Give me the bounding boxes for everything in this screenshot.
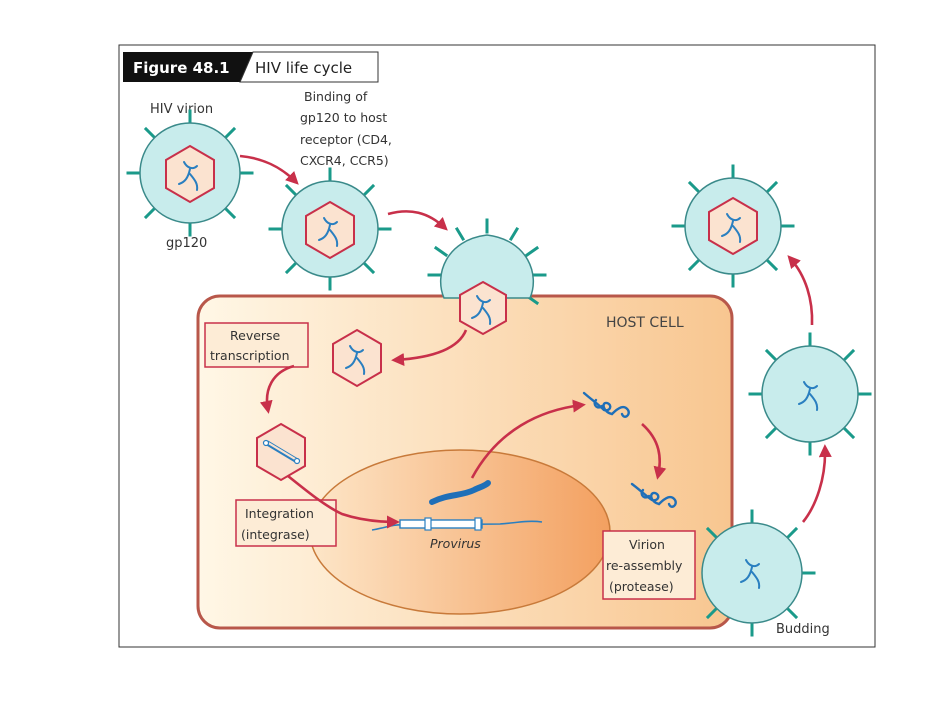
rna-strands-lower [630,482,677,508]
dna-capsid [256,422,306,482]
virion-mature [671,164,795,288]
svg-text:re-assembly: re-assembly [606,558,683,573]
reverse-transcription-box: Reverse transcription [204,322,309,368]
budding-label: Budding [776,622,830,637]
svg-text:Binding of: Binding of [304,89,368,104]
gp120-label: gp120 [166,236,207,251]
virion-reassembly-box: Virion re-assembly (protease) [602,530,696,600]
virion-budding [701,509,816,637]
virion-immature [748,332,872,456]
rna-strands-upper [582,391,630,418]
cycle-arrows [239,154,832,529]
host-cell-label: HOST CELL [606,315,684,331]
binding-label: Binding of gp120 to host receptor (CD4, … [300,89,392,168]
svg-text:Reverse: Reverse [230,328,281,343]
figure-title: HIV life cycle [255,59,352,77]
figure-header: Figure 48.1 HIV life cycle [123,51,379,83]
virion-binding [268,167,392,291]
svg-text:(protease): (protease) [609,579,674,594]
provirus: Provirus [371,517,543,551]
svg-text:Virion: Virion [629,537,665,552]
provirus-label: Provirus [430,536,481,551]
svg-text:CXCR4, CCR5): CXCR4, CCR5) [300,153,389,168]
svg-text:receptor (CD4,: receptor (CD4, [300,132,392,147]
svg-text:transcription: transcription [210,348,290,363]
svg-text:Integration: Integration [245,506,314,521]
entering-capsid [459,280,507,336]
integration-box: Integration (integrase) [235,499,337,547]
svg-text:gp120 to host: gp120 to host [300,110,387,125]
free-capsid [332,328,382,388]
hiv-virion-label: HIV virion [150,102,213,117]
figure-number: Figure 48.1 [133,59,230,77]
svg-text:(integrase): (integrase) [241,527,310,542]
virion-free [126,109,254,237]
fusing-virion [427,218,547,306]
rna-transcript [429,480,491,505]
nucleus [309,449,611,615]
